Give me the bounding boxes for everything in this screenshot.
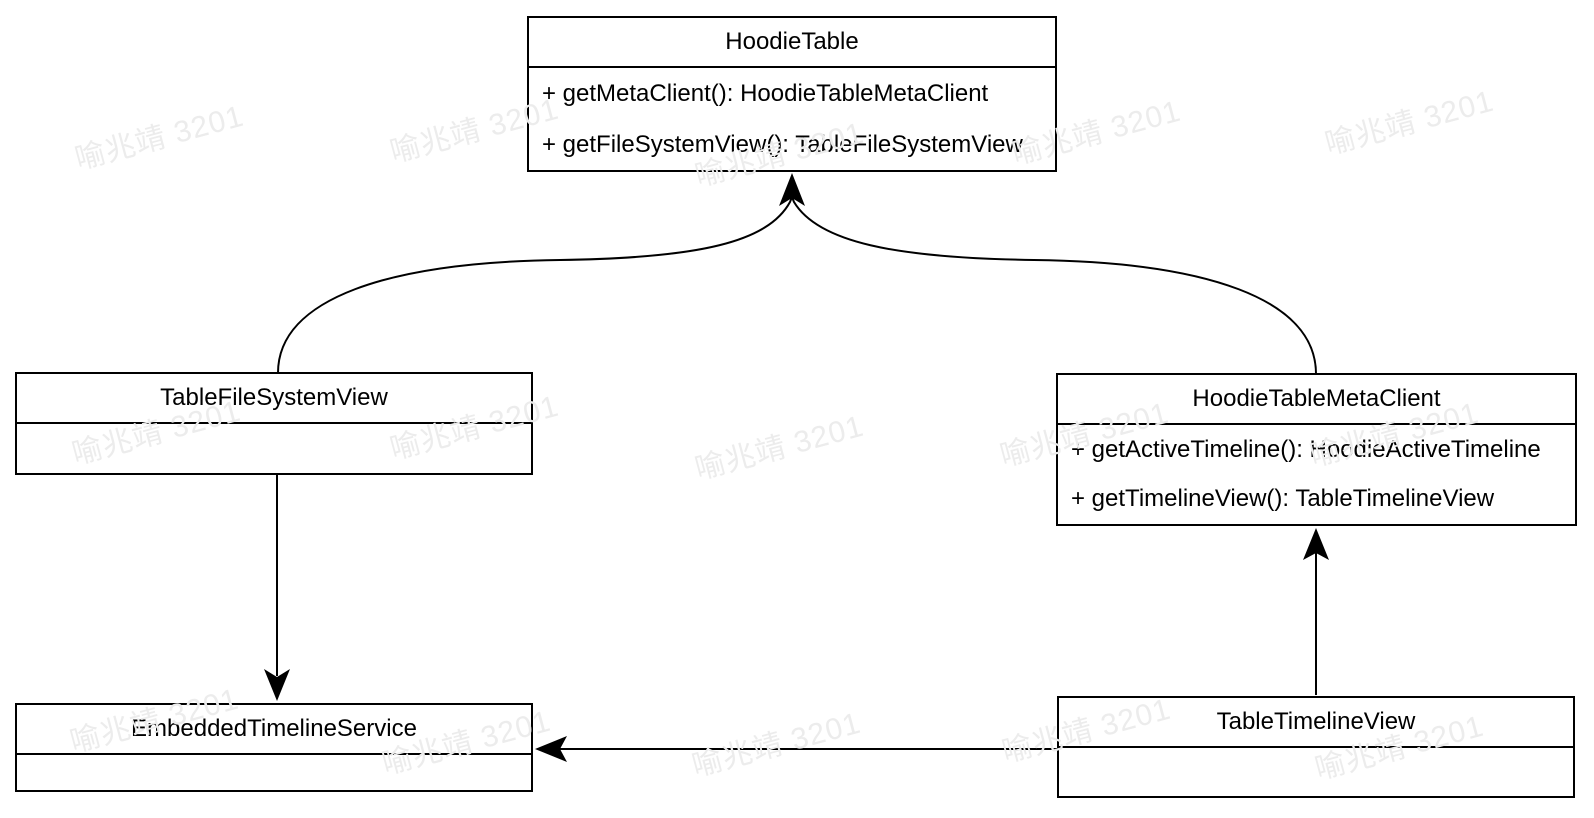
class-hoodietablemetaclient-title: HoodieTableMetaClient [1058,375,1575,425]
class-tablefilesystemview-title: TableFileSystemView [17,374,531,424]
class-hoodietablemetaclient-methods: + getActiveTimeline(): HoodieActiveTimel… [1058,425,1575,524]
class-embeddedtimelineservice-title: EmbeddedTimelineService [17,705,531,755]
arrowhead-up-hoodietable [779,173,805,206]
class-hoodietable-methods: + getMetaClient(): HoodieTableMetaClient… [529,68,1055,170]
class-embeddedtimelineservice-methods [17,755,531,790]
connector-hoodietablemetaclient-to-hoodietable [791,196,1317,375]
class-tablefilesystemview: TableFileSystemView [15,372,533,475]
class-tabletimelineview-title: TableTimelineView [1059,698,1573,748]
method-gettimelineview: + getTimelineView(): TableTimelineView [1071,485,1495,513]
class-hoodietable-title: HoodieTable [529,18,1055,68]
arrowhead-down-embeddedtimelineservice [264,669,290,701]
watermark: 喻兆靖 3201 [691,409,868,487]
class-tabletimelineview-methods [1059,748,1573,796]
method-getmetaclient: + getMetaClient(): HoodieTableMetaClient [542,79,989,107]
watermark: 喻兆靖 3201 [71,99,248,177]
method-getfilesystemview: + getFileSystemView(): TableFileSystemVi… [542,130,1023,158]
class-hoodietable: HoodieTable + getMetaClient(): HoodieTab… [527,16,1057,172]
class-embeddedtimelineservice: EmbeddedTimelineService [15,703,533,792]
class-tabletimelineview: TableTimelineView [1057,696,1575,798]
arrowhead-up-hoodietablemetaclient [1303,528,1329,560]
watermark: 喻兆靖 3201 [688,706,865,784]
connector-tablefilesystemview-to-hoodietable [277,196,793,374]
class-hoodietablemetaclient: HoodieTableMetaClient + getActiveTimelin… [1056,373,1577,526]
class-tablefilesystemview-methods [17,424,531,473]
arrowhead-left-embeddedtimelineservice [535,736,567,762]
method-getactivetimeline: + getActiveTimeline(): HoodieActiveTimel… [1071,435,1541,463]
watermark: 喻兆靖 3201 [1321,84,1498,162]
